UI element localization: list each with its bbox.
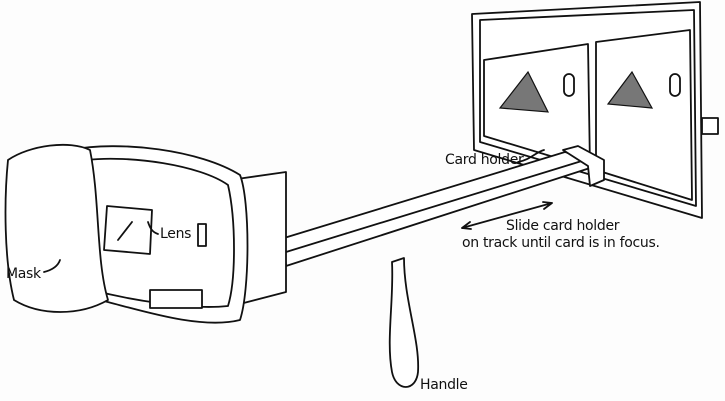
card-holder-block	[562, 145, 605, 187]
label-slide-instruction-2: on track until card is in focus.	[462, 235, 660, 251]
lens-window	[103, 205, 153, 255]
label-handle: Handle	[420, 377, 468, 393]
label-mask: Mask	[6, 266, 41, 282]
pyramid-left	[498, 70, 550, 113]
handle	[388, 257, 420, 388]
lens-slot	[197, 223, 207, 247]
label-lens: Lens	[160, 226, 192, 242]
label-card-holder: Card holder	[445, 152, 524, 168]
mask	[4, 143, 109, 313]
pyramid-right	[606, 70, 654, 109]
label-slide-instruction-1: Slide card holder	[506, 218, 620, 234]
